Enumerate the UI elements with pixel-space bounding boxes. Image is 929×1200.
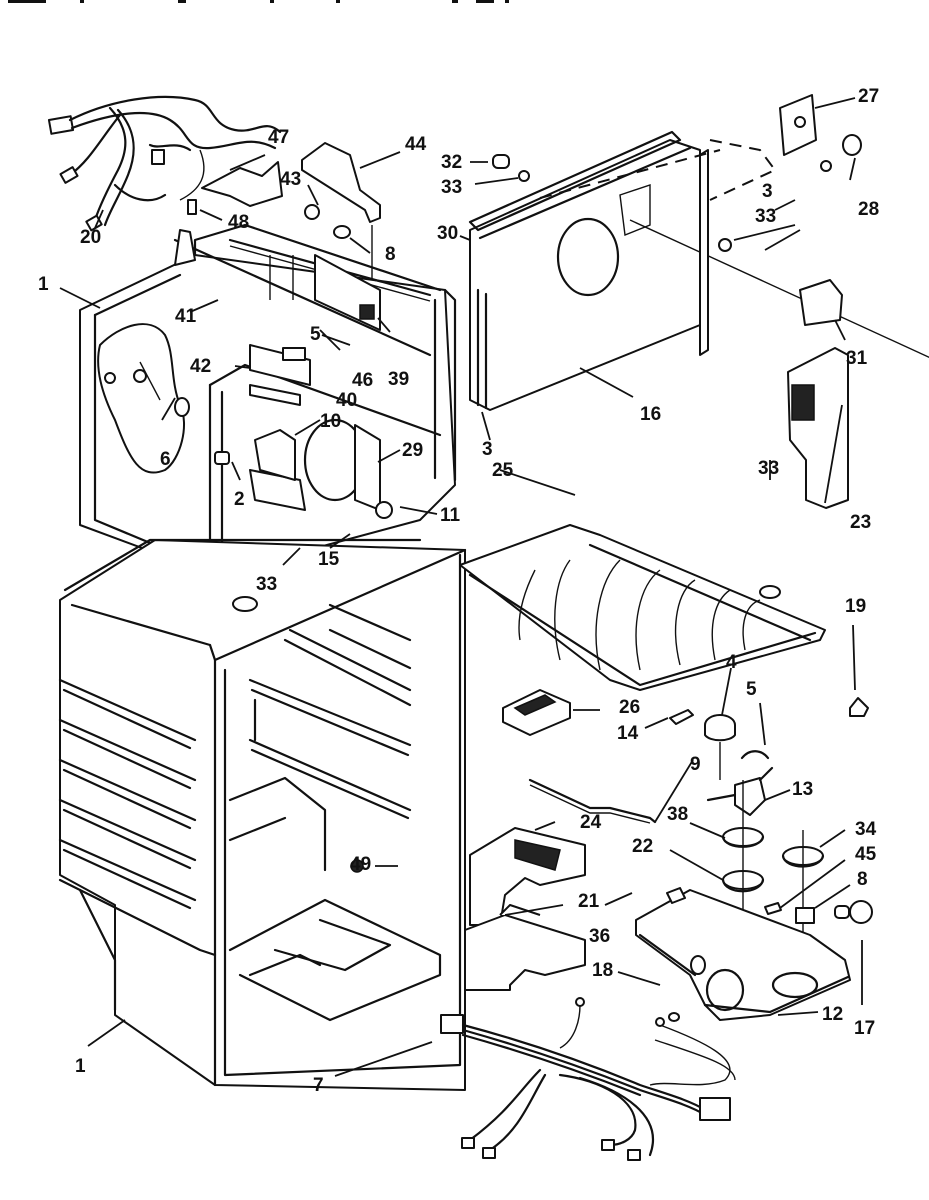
cabinet-liner — [58, 538, 467, 1091]
part-28-knob — [842, 134, 862, 156]
part-17-bulb — [834, 900, 873, 924]
callout-c3a: 3 — [762, 181, 773, 202]
callout-c33b: 33 — [441, 177, 462, 198]
callout-c10: 10 — [320, 411, 341, 432]
callout-c6: 6 — [160, 449, 171, 470]
part-26-module — [502, 689, 571, 736]
freezer-liner — [79, 223, 457, 577]
callout-c13: 13 — [792, 779, 813, 800]
callout-c40: 40 — [336, 390, 357, 411]
wire-harness-upper — [47, 95, 282, 232]
callout-c3b: 3 — [482, 439, 493, 460]
callout-c21: 21 — [578, 891, 600, 912]
callout-c32: 32 — [441, 152, 462, 173]
callout-c16: 16 — [640, 404, 661, 425]
scan-artifact-top-edge — [0, 0, 929, 4]
callout-c24: 24 — [580, 812, 602, 833]
part-48-clamp — [187, 199, 197, 215]
callout-c28: 28 — [858, 199, 879, 220]
callout-c29: 29 — [402, 440, 423, 461]
part-4-knob — [704, 714, 736, 780]
callout-c8b: 8 — [857, 869, 868, 890]
callout-c33c: 33 — [755, 206, 776, 227]
screws-32-33 — [492, 154, 832, 252]
part-12-base — [635, 887, 851, 1021]
callout-c27: 27 — [858, 86, 879, 107]
callout-c33a: 33 — [256, 574, 277, 595]
part-19-clip — [849, 697, 869, 717]
callout-c49: 49 — [350, 854, 371, 875]
part-45-clip — [764, 902, 782, 915]
part-8-clip-upper — [333, 225, 351, 239]
callout-c30: 30 — [437, 223, 458, 244]
callout-c1a: 1 — [38, 274, 49, 295]
part-13-bracket — [706, 766, 774, 816]
leader-lines — [59, 97, 863, 1077]
callout-c46: 46 — [352, 370, 373, 391]
callout-c5a: 5 — [310, 324, 321, 345]
callout-c43: 43 — [280, 169, 301, 190]
callout-c15: 15 — [318, 549, 340, 570]
part-25-tray — [459, 524, 826, 691]
callout-c48: 48 — [228, 212, 249, 233]
callout-c33d: 33 — [758, 458, 779, 479]
part-43-screw — [304, 204, 320, 220]
part-47-cover — [201, 161, 283, 207]
callout-c23: 23 — [850, 512, 871, 533]
callout-c44: 44 — [405, 134, 427, 155]
part-16-shelf-panel — [468, 130, 929, 411]
part-14-clip — [669, 709, 694, 725]
callout-c26: 26 — [619, 697, 640, 718]
callout-c12: 12 — [822, 1004, 843, 1025]
callout-c7: 7 — [313, 1075, 324, 1096]
part-31-cover — [799, 279, 843, 326]
part-8-clip-lower — [795, 907, 815, 924]
callout-c36: 36 — [589, 926, 610, 947]
callout-c5b: 5 — [746, 679, 757, 700]
callout-c31: 31 — [846, 348, 868, 369]
callout-c39: 39 — [388, 369, 409, 390]
wire-harness-lower — [440, 997, 736, 1161]
callout-c1b: 1 — [75, 1056, 86, 1077]
part-21-housing — [464, 904, 586, 991]
part-27-bracket — [779, 94, 817, 156]
callout-c4: 4 — [726, 652, 737, 673]
callout-labels: 20 1 47 44 43 48 8 41 42 5 46 40 39 6 10… — [38, 86, 879, 1096]
callout-c11: 11 — [440, 505, 461, 526]
callout-c42: 42 — [190, 356, 211, 377]
callout-c34: 34 — [855, 819, 877, 840]
callout-c47: 47 — [268, 127, 289, 148]
callout-c41: 41 — [175, 306, 197, 327]
callout-c19: 19 — [845, 596, 866, 617]
callout-c18: 18 — [592, 960, 613, 981]
callout-c22: 22 — [632, 836, 653, 857]
callout-c9: 9 — [690, 754, 701, 775]
callout-c20: 20 — [80, 227, 101, 248]
callout-c17: 17 — [854, 1018, 875, 1039]
callout-c2: 2 — [234, 489, 245, 510]
part-9-rod — [528, 778, 657, 824]
callout-c25: 25 — [492, 460, 514, 481]
callout-c38: 38 — [667, 804, 688, 825]
part-18-clip — [668, 1012, 680, 1022]
callout-c45: 45 — [855, 844, 877, 865]
part-5-clip — [740, 750, 770, 760]
callout-c14: 14 — [617, 723, 639, 744]
callout-c8a: 8 — [385, 244, 396, 265]
part-23-duct-housing — [787, 347, 849, 509]
